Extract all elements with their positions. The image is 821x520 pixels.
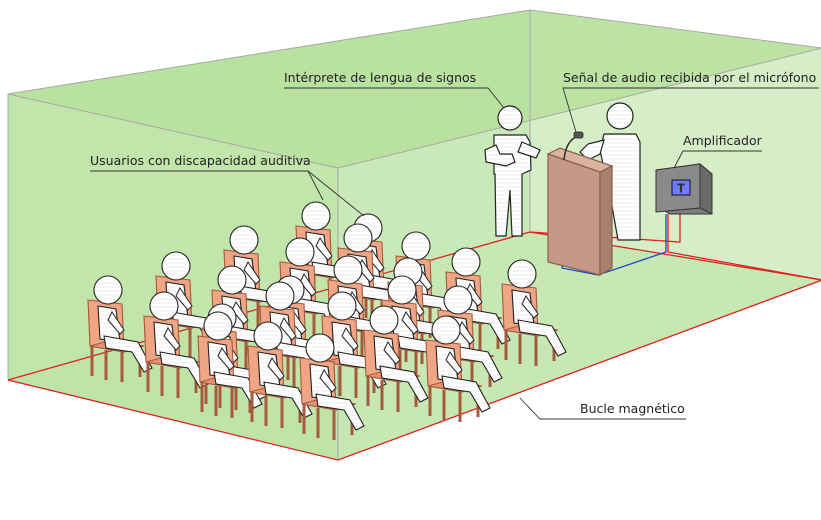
amplifier-symbol: T [677,182,685,195]
arm [107,311,125,335]
arm [243,261,261,285]
head [265,281,295,311]
head [327,291,357,321]
room-ceiling [8,10,821,168]
seated-user-14 [143,291,209,398]
label-interpreter-text: Intérprete de lengua de signos [284,70,476,85]
head [301,201,331,231]
head [93,275,123,305]
head [203,311,233,341]
seated-user-25 [425,315,491,422]
head [401,231,431,261]
amplifier-display [671,179,691,196]
head [369,305,399,335]
head [217,265,247,295]
label-amplifier: Amplificador [673,133,763,169]
head [443,285,473,315]
arm [341,327,359,351]
label-users: Usuarios con discapacidad auditiva [90,153,365,217]
podium [546,147,614,277]
head [333,255,363,285]
arm [217,347,235,371]
speaker-figure [579,102,641,241]
arm [401,311,419,335]
legs [517,319,567,357]
arm [231,301,249,325]
head [305,333,335,363]
audience [87,201,567,440]
arm [445,351,463,375]
arm [163,327,181,351]
legs [315,393,365,431]
legs [159,351,209,389]
head [253,321,283,351]
arm [175,287,193,311]
arm [267,357,285,381]
arm [315,237,333,261]
sign-language-interpreter [484,105,541,237]
arm [299,273,317,297]
arm [383,341,401,365]
seated-user-21 [197,311,263,418]
head [507,259,537,289]
seated-user-20 [501,259,567,366]
seated-user-24 [363,305,429,412]
label-loop: Bucle magnético [519,397,686,420]
label-interpreter: Intérprete de lengua de signos [284,70,505,109]
arm [521,295,539,319]
head [229,225,259,255]
head [343,223,373,253]
seated-user-23 [299,333,365,440]
room-front-wall [8,10,530,380]
label-microphone-signal-text: Señal de audio recibida por el micrófono [563,70,816,85]
legs [379,365,429,403]
head [387,275,417,305]
arm [279,317,297,341]
seated-user-22 [247,321,313,428]
legs [441,375,491,413]
label-users-text: Usuarios con discapacidad auditiva [90,153,311,168]
label-loop-text: Bucle magnético [580,401,685,416]
head [451,247,481,277]
label-microphone-signal: Señal de audio recibida por el micrófono [562,70,819,133]
head [431,315,461,345]
seated-user-13 [87,275,153,382]
magnetic-loop-wire [7,214,821,461]
legs [213,371,263,409]
legs [103,335,153,373]
arm [319,369,337,393]
microphone [563,131,584,161]
head [149,291,179,321]
head [285,237,315,267]
label-amplifier-text: Amplificador [683,133,763,148]
head [161,251,191,281]
amplifier: T [655,162,713,215]
